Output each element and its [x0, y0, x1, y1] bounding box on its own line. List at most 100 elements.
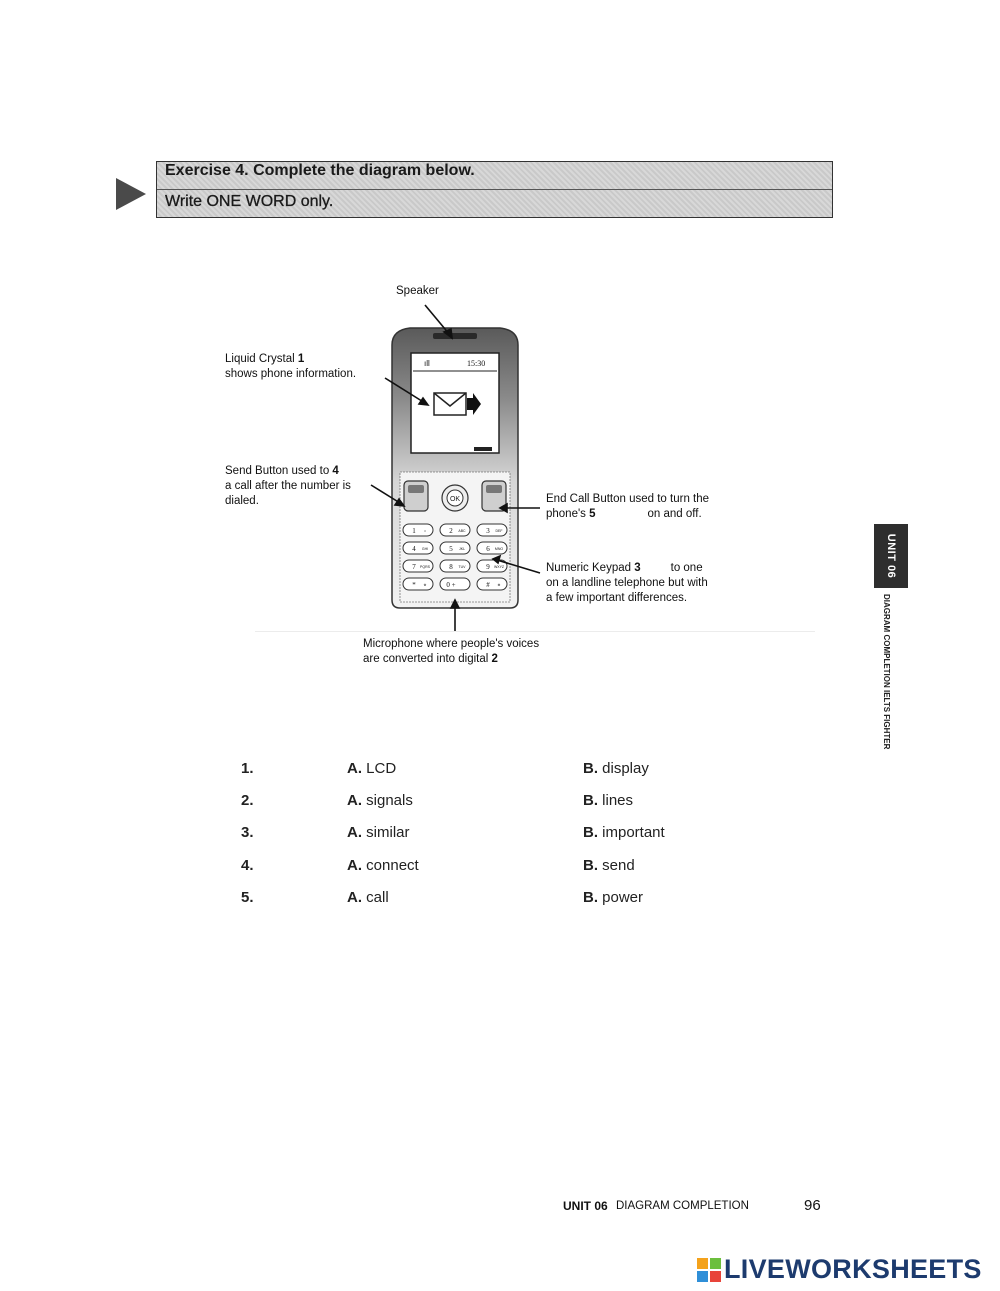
unit-side-tab: UNIT 06	[874, 524, 908, 588]
option-a-letter: A.	[347, 792, 362, 809]
answer-row-number: 2.	[241, 792, 254, 809]
option-a-text: connect	[362, 857, 419, 874]
screen-signal: ıll	[424, 359, 430, 368]
keypad-key-letters: ABC	[458, 529, 466, 533]
option-b: B. display	[583, 760, 649, 777]
keypad-key	[476, 577, 508, 591]
keypad-key	[476, 559, 508, 573]
option-b-letter: B.	[583, 889, 598, 906]
exercise-title: Exercise 4. Complete the diagram below.	[165, 162, 475, 179]
send-blank-number: 4	[332, 465, 339, 477]
option-a: A. similar	[347, 824, 410, 841]
mic-label-prefix: are converted into digital	[363, 653, 492, 665]
keypad-key-label: *	[412, 581, 416, 589]
option-b-letter: B.	[583, 857, 598, 874]
speaker-grill	[433, 333, 477, 339]
liveworksheets-grid-icon	[697, 1258, 721, 1282]
option-a-text: similar	[362, 824, 410, 841]
option-a-text: signals	[362, 792, 413, 809]
answer-number: 5.	[241, 889, 254, 906]
keypad-label-line3: a few important differences.	[546, 592, 688, 604]
keypad-key-letters: GHI	[422, 547, 428, 551]
option-b-text: send	[598, 857, 635, 874]
keypad-key	[439, 523, 471, 537]
end-blank-number: 5	[589, 508, 596, 520]
option-b: B. send	[583, 857, 635, 874]
keypad-key-letters: PQRS	[420, 565, 431, 569]
send-label-line2: a call after the number is	[225, 480, 351, 492]
lcd-blank-number: 1	[297, 353, 305, 365]
keypad-key-label: #	[486, 581, 490, 589]
keypad-label-line2: on a landline telephone but with	[546, 577, 708, 589]
side-diagram-completion: DIAGRAM COMPLETION	[882, 594, 891, 688]
option-a-letter: A.	[347, 857, 362, 874]
keypad-key-label: 8	[449, 563, 453, 571]
answer-number: 1.	[241, 760, 254, 777]
unit-side-tab-label: UNIT 06	[885, 533, 897, 579]
lcd-label: Liquid Crystal 1 shows phone information…	[225, 352, 356, 382]
keypad-label-suffix: to one	[670, 562, 703, 574]
end-label-prefix: phone's	[546, 508, 590, 520]
option-a-letter: A.	[347, 824, 362, 841]
keypad-key	[402, 523, 434, 537]
send-label-prefix: Send Button used to	[225, 465, 333, 477]
option-b-text: display	[598, 760, 649, 777]
mic-blank-number: 2	[491, 653, 498, 665]
keypad-key-label: 9	[486, 563, 490, 571]
keypad-key-letters: DEF	[496, 529, 503, 533]
keypad-key	[439, 577, 471, 591]
lcd-label-prefix: Liquid Crystal	[225, 353, 298, 365]
divider	[255, 631, 815, 632]
speaker-label: Speaker	[396, 285, 439, 297]
keypad-key-label: 7	[412, 563, 416, 571]
send-button-label: Send Button used to 4 a call after the n…	[225, 464, 351, 509]
option-a: A. signals	[347, 792, 413, 809]
answer-row-number: 4.	[241, 857, 254, 874]
keypad-key-letters: JKL	[459, 547, 465, 551]
option-a: A. call	[347, 889, 389, 906]
option-a-letter: A.	[347, 760, 362, 777]
keypad-key-letters: ⊕	[498, 583, 501, 587]
keypad-key	[476, 523, 508, 537]
page-number: 96	[804, 1197, 821, 1214]
answer-number: 3.	[241, 824, 254, 841]
end-label-suffix: on and off.	[647, 508, 702, 520]
mic-label-line1: Microphone where people's voices	[363, 638, 540, 650]
keypad-key	[439, 541, 471, 555]
answer-row-number: 3.	[241, 824, 254, 841]
battery-icon	[474, 447, 492, 451]
liveworksheets-wordmark: LIVEWORKSHEETS	[724, 1254, 982, 1284]
exercise-instruction: Write ONE WORD only.	[165, 193, 334, 210]
send-label-line3: dialed.	[225, 495, 259, 507]
option-a: A. connect	[347, 857, 419, 874]
option-b-letter: B.	[583, 760, 598, 777]
footer-unit: UNIT 06	[563, 1199, 608, 1213]
keypad-key-letters: ※	[424, 583, 427, 587]
footer-description: DIAGRAM COMPLETION	[616, 1200, 749, 1212]
answer-row-number: 1.	[241, 760, 254, 777]
microphone-label: Microphone where people's voices are con…	[363, 637, 539, 667]
option-b-text: power	[598, 889, 644, 906]
option-b-text: important	[598, 824, 665, 841]
ok-label: OK	[450, 496, 460, 503]
side-ielts-fighter: IELTS FIGHTER	[882, 690, 891, 750]
keypad-key-letters: WXYZ	[494, 565, 505, 569]
exercise-divider	[157, 189, 832, 190]
keypad-blank-number: 3	[634, 562, 641, 574]
message-envelope-icon	[433, 392, 481, 416]
keypad-key-label: 4	[412, 545, 416, 553]
keypad-key-label: 1	[412, 527, 416, 535]
keypad-key	[402, 559, 434, 573]
option-a-text: LCD	[362, 760, 397, 777]
keypad-key	[476, 541, 508, 555]
answer-number: 2.	[241, 792, 254, 809]
option-b-letter: B.	[583, 824, 598, 841]
keypad-key-letters: MNO	[495, 547, 503, 551]
keypad-key-label: 5	[449, 545, 453, 553]
keypad-key	[402, 541, 434, 555]
option-a-text: call	[362, 889, 389, 906]
keypad-label-prefix: Numeric Keypad	[546, 562, 635, 574]
end-label-line1: End Call Button used to turn the	[546, 493, 710, 505]
